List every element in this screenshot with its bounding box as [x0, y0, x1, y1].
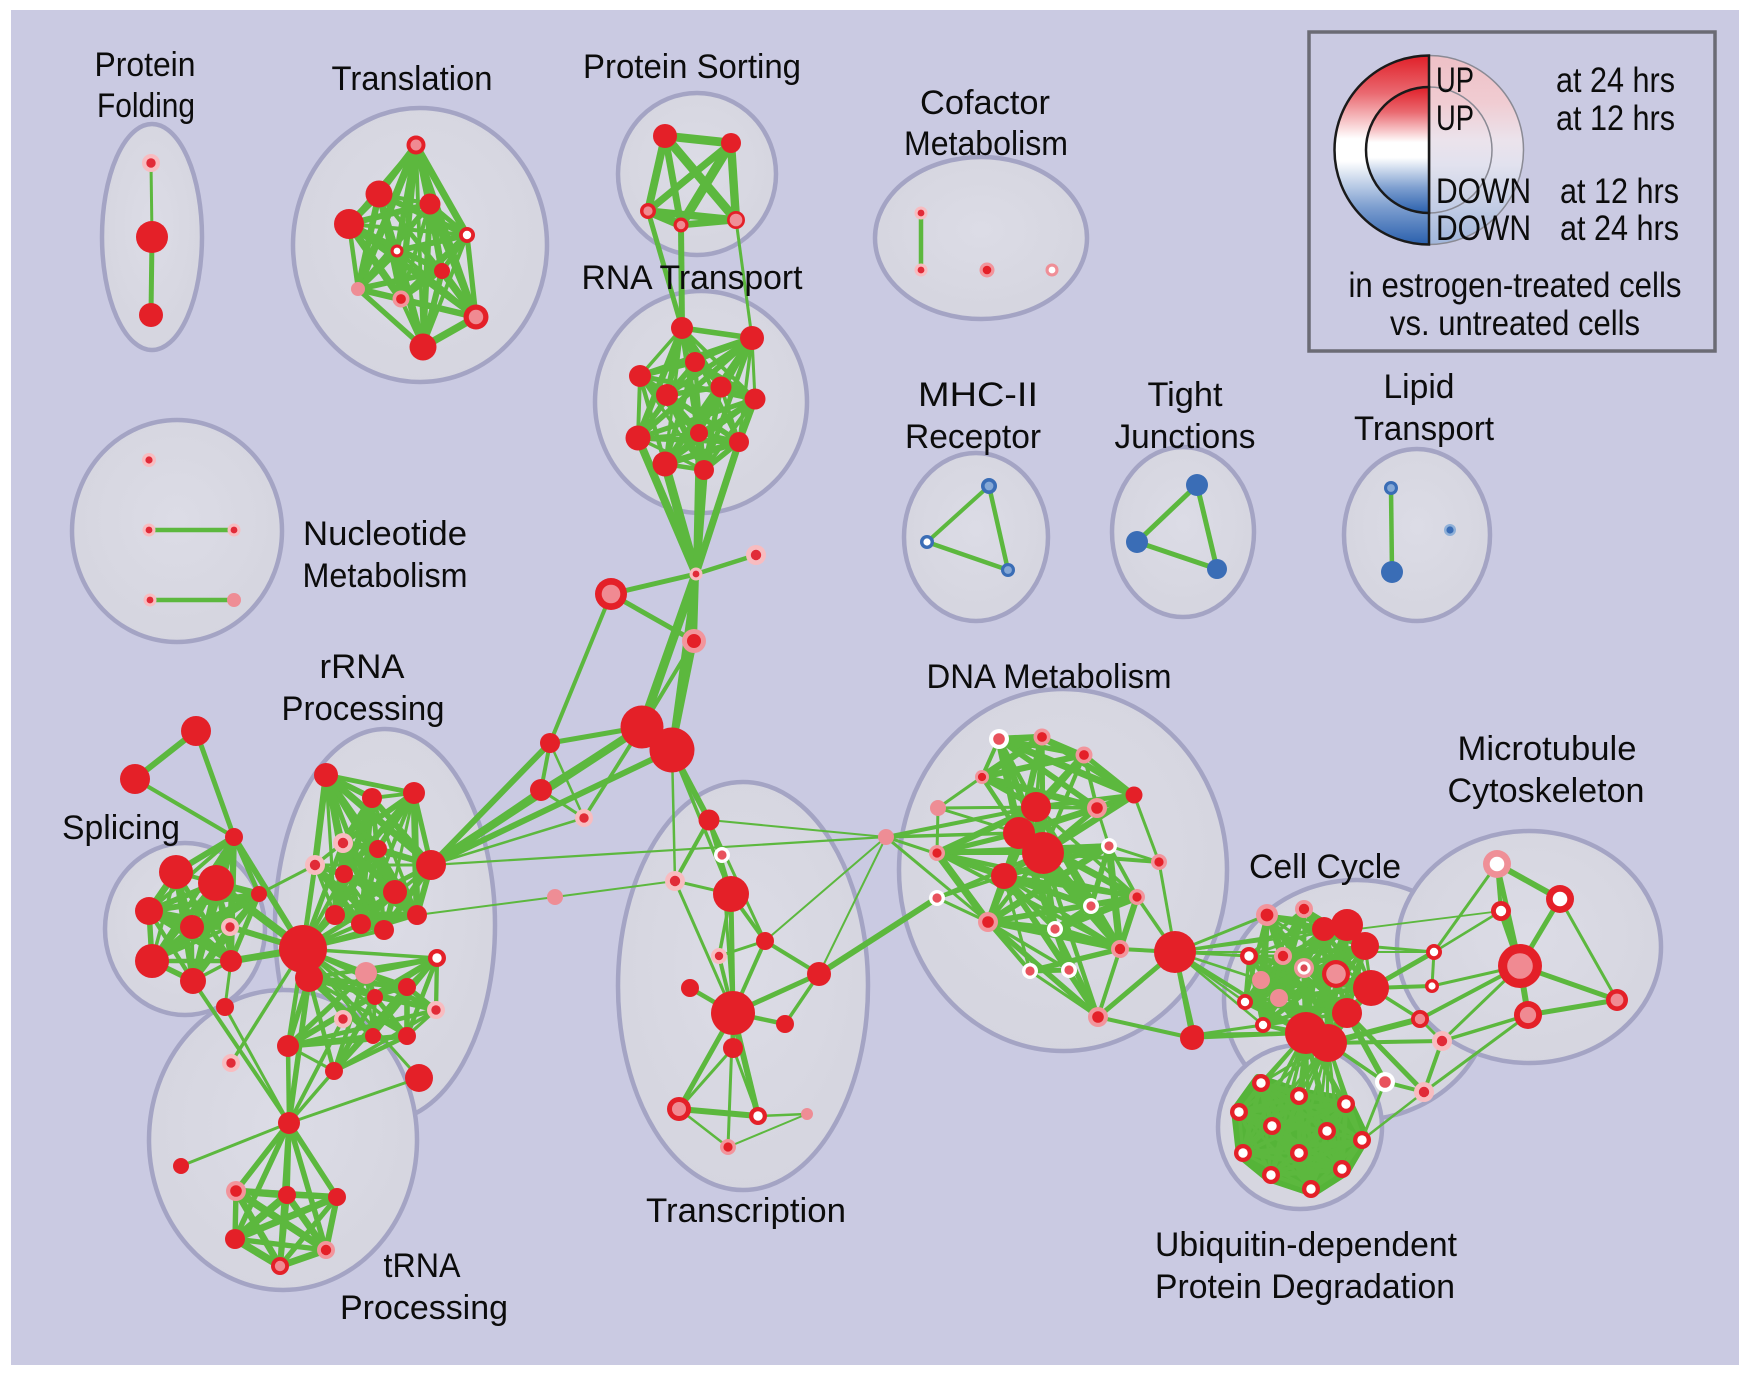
svg-text:Ubiquitin-dependent: Ubiquitin-dependent	[1155, 1226, 1458, 1264]
svg-text:Cofactor: Cofactor	[920, 84, 1050, 122]
svg-text:rRNA: rRNA	[320, 648, 405, 686]
svg-text:Tight: Tight	[1148, 376, 1224, 414]
svg-text:Protein Sorting: Protein Sorting	[583, 48, 801, 86]
svg-text:Cytoskeleton: Cytoskeleton	[1448, 772, 1645, 810]
svg-text:Protein: Protein	[95, 46, 196, 84]
svg-text:Microtubule: Microtubule	[1458, 730, 1637, 768]
svg-text:Protein Degradation: Protein Degradation	[1155, 1268, 1455, 1306]
svg-text:RNA Transport: RNA Transport	[582, 259, 804, 297]
svg-text:Transcription: Transcription	[646, 1192, 846, 1230]
svg-text:DOWN: DOWN	[1436, 209, 1531, 248]
svg-text:Nucleotide: Nucleotide	[303, 515, 467, 553]
svg-text:Metabolism: Metabolism	[303, 557, 468, 595]
svg-text:at 24 hrs: at 24 hrs	[1556, 61, 1675, 100]
svg-text:UP: UP	[1436, 99, 1474, 138]
svg-text:Transport: Transport	[1354, 410, 1495, 448]
svg-text:Receptor: Receptor	[905, 418, 1041, 456]
svg-text:tRNA: tRNA	[384, 1247, 461, 1285]
svg-text:in estrogen-treated cells: in estrogen-treated cells	[1349, 266, 1682, 305]
svg-text:Lipid: Lipid	[1384, 368, 1455, 406]
svg-text:Metabolism: Metabolism	[904, 125, 1068, 163]
svg-text:MHC-II: MHC-II	[918, 376, 1038, 414]
svg-text:UP: UP	[1436, 61, 1474, 100]
svg-text:Splicing: Splicing	[62, 809, 180, 847]
svg-text:at 24 hrs: at 24 hrs	[1560, 209, 1679, 248]
svg-text:Junctions: Junctions	[1115, 418, 1256, 456]
svg-text:Processing: Processing	[340, 1289, 508, 1327]
svg-text:Processing: Processing	[282, 690, 445, 728]
svg-text:DOWN: DOWN	[1436, 172, 1531, 211]
svg-text:DNA Metabolism: DNA Metabolism	[927, 658, 1172, 696]
svg-text:Cell Cycle: Cell Cycle	[1249, 848, 1401, 886]
svg-text:at 12 hrs: at 12 hrs	[1556, 99, 1675, 138]
svg-text:vs. untreated cells: vs. untreated cells	[1390, 304, 1640, 343]
svg-text:Translation: Translation	[332, 60, 493, 98]
svg-text:Folding: Folding	[97, 87, 195, 125]
svg-text:at 12 hrs: at 12 hrs	[1560, 172, 1679, 211]
